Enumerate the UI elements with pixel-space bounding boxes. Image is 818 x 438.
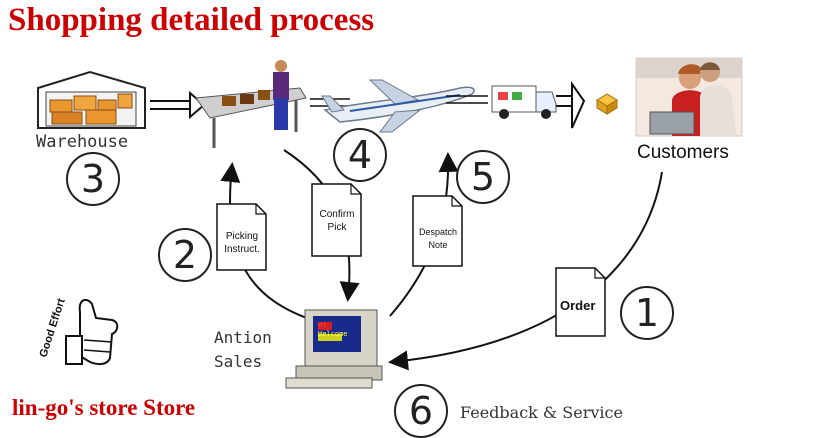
step-number-2: 2: [158, 228, 212, 282]
step-number-6: 6: [394, 384, 448, 438]
sales-label-line2: Sales: [214, 352, 263, 371]
picking-doc-line2: Instruct.: [224, 244, 260, 255]
good-effort-badge-icon: [65, 298, 119, 366]
sales-label-line1: Antion: [214, 328, 272, 347]
sales-computer-icon: [285, 309, 383, 389]
order-doc-label: Order: [560, 298, 596, 313]
confirm-doc-line2: Pick: [327, 222, 347, 233]
step-number-4: 4: [333, 128, 387, 182]
airplane-icon: [321, 79, 475, 133]
store-name: lin-go's store Store: [12, 395, 196, 420]
despatch-doc-line2: Note: [428, 240, 448, 250]
screen-text-line1: Hi: [318, 321, 327, 329]
confirm-doc-label: Confirm Pick: [312, 208, 362, 234]
customers-label: Customers: [637, 142, 729, 163]
screen-text-line2: Welcome: [318, 330, 348, 338]
feedback-label: Feedback & Service: [460, 403, 623, 422]
despatch-document-icon: [412, 195, 463, 267]
despatch-doc-line1: Despatch: [418, 227, 458, 237]
package-icon: [596, 93, 618, 115]
arrow-warehouse-to-packing: [150, 90, 206, 120]
picking-doc-label: Picking Instruct.: [217, 230, 267, 256]
confirm-doc-line1: Confirm: [319, 209, 355, 220]
order-document-icon: [555, 267, 606, 337]
step-number-1: 1: [620, 286, 674, 340]
warehouse-icon: [37, 70, 146, 129]
arrow-sales-to-packing: [220, 162, 319, 323]
delivery-truck-icon: [491, 85, 557, 119]
customers-photo: [635, 57, 743, 137]
picking-document-icon: [216, 203, 267, 271]
warehouse-label: Warehouse: [36, 132, 129, 152]
picking-doc-line1: Picking: [225, 231, 259, 242]
page-title: Shopping detailed process: [8, 2, 375, 38]
screen-text: Hi Welcome: [318, 321, 348, 339]
step-number-5: 5: [456, 150, 510, 204]
arrow-plane-to-truck: [446, 95, 488, 104]
step-number-3: 3: [66, 152, 120, 206]
packing-station-icon: [195, 60, 307, 148]
despatch-doc-label: Despatch Note: [413, 226, 463, 252]
arrow-truck-to-package: [556, 80, 586, 129]
confirm-document-icon: [311, 183, 362, 257]
